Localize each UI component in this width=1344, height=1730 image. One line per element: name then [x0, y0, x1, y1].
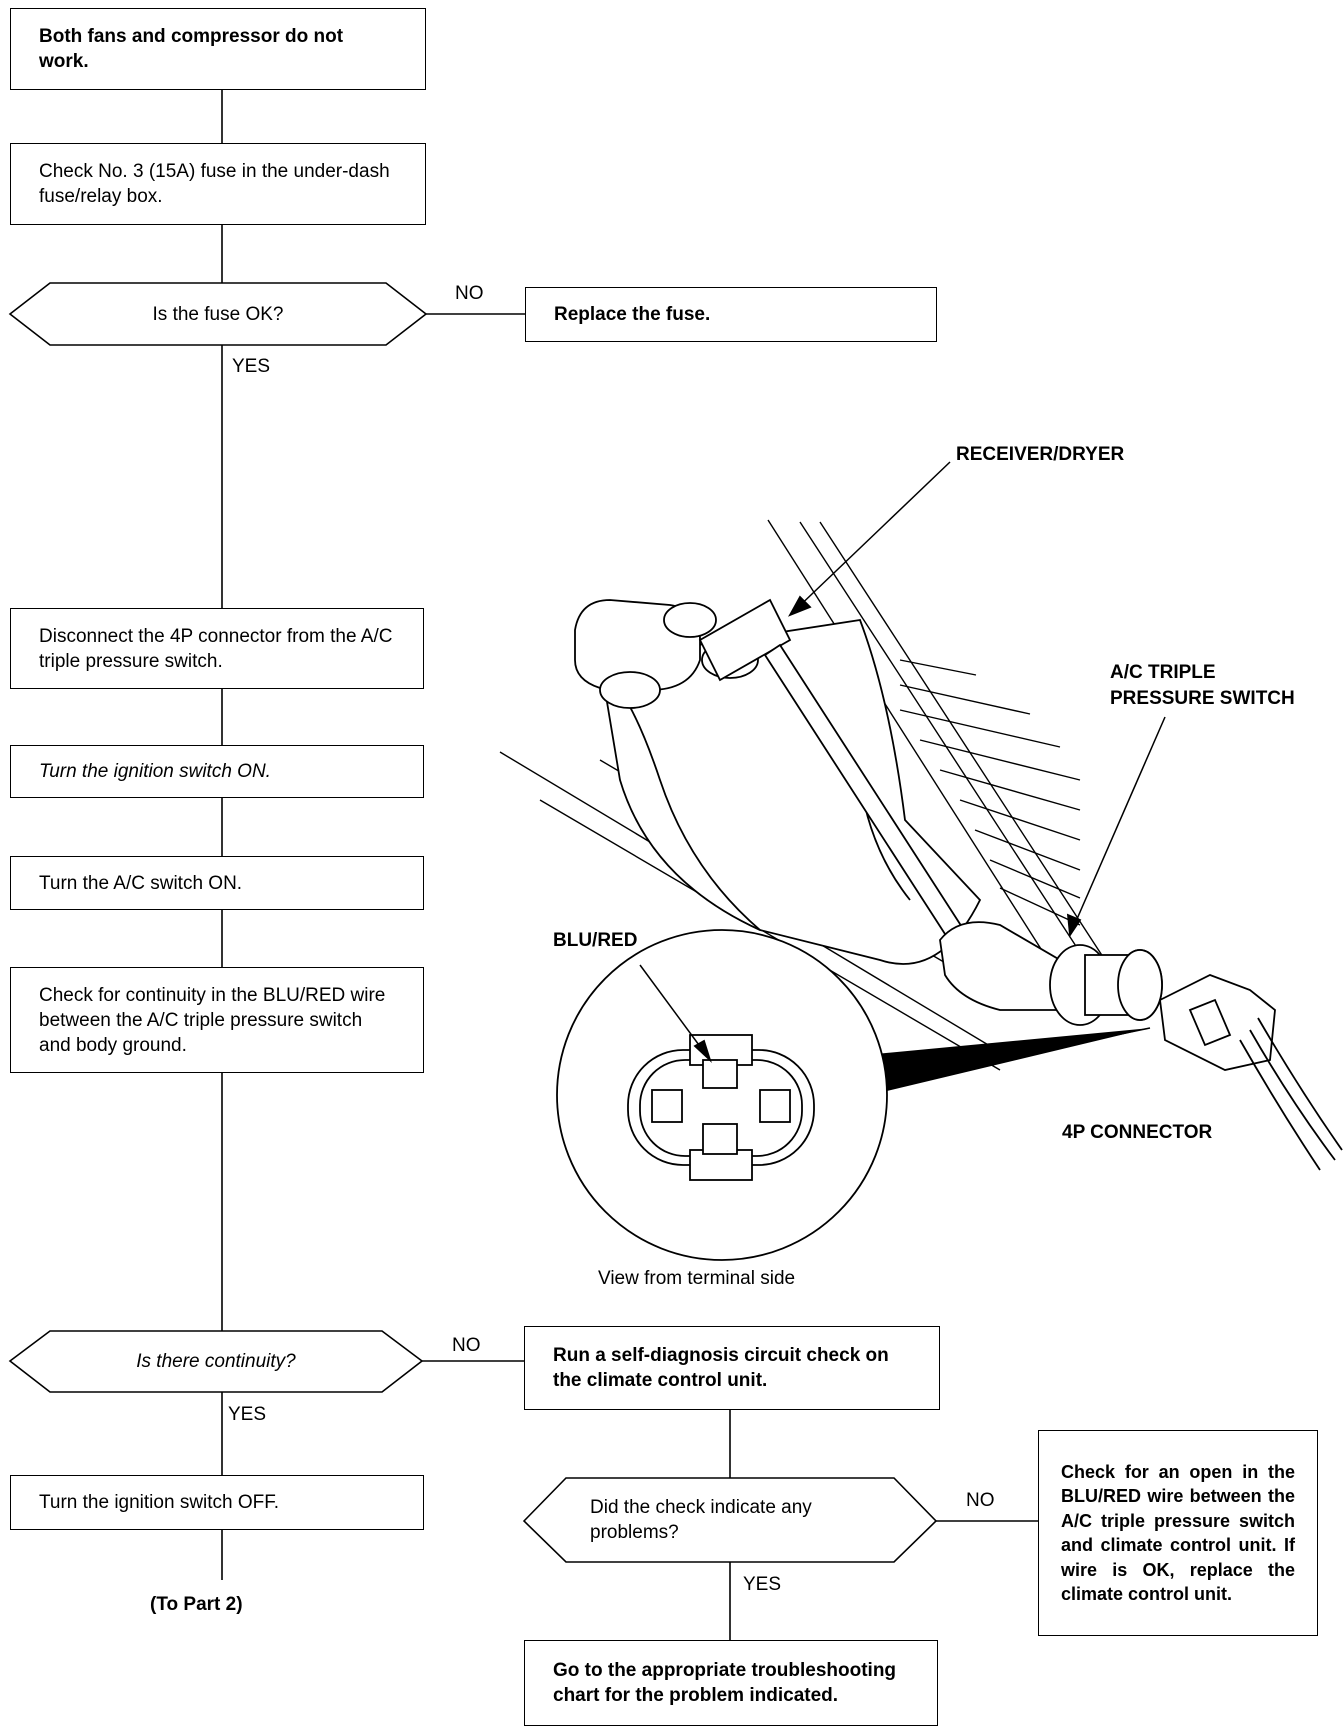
receiver-dryer-label: RECEIVER/DRYER — [956, 444, 1125, 465]
goto-chart-box: Go to the appropriate troubleshooting ch… — [524, 1640, 938, 1726]
decision-fuse-shape — [8, 282, 428, 346]
fuse-no-label: NO — [455, 283, 484, 304]
check-fuse-box: Check No. 3 (15A) fuse in the under-dash… — [10, 143, 426, 225]
ac-triple-switch-label-1: A/C TRIPLE — [1110, 662, 1216, 683]
blu-red-label: BLU/RED — [553, 930, 638, 951]
view-caption: View from terminal side — [598, 1268, 796, 1289]
check-continuity-box: Check for continuity in the BLU/RED wire… — [10, 967, 424, 1073]
continuity-no-label: NO — [452, 1335, 481, 1356]
disconnect-connector-box: Disconnect the 4P connector from the A/C… — [10, 608, 424, 689]
fuse-yes-label: YES — [232, 356, 271, 377]
receiver-dryer-illustration — [499, 461, 1343, 1171]
connector-4p-label: 4P CONNECTOR — [1062, 1122, 1213, 1143]
replace-fuse-box: Replace the fuse. — [525, 287, 937, 342]
decision-fuse-text: Is the fuse OK? — [152, 303, 284, 325]
ac-switch-on-box: Turn the A/C switch ON. — [10, 856, 424, 910]
ignition-off-box: Turn the ignition switch OFF. — [10, 1475, 424, 1530]
decision-problems-text: Did the check indicate any problems? — [590, 1497, 812, 1543]
decision-continuity-shape — [8, 1330, 424, 1393]
problems-no-label: NO — [966, 1490, 995, 1511]
start-box: Both fans and compressor do not work. — [10, 8, 426, 90]
flow-connectors — [221, 90, 1038, 1640]
terminal-view — [556, 929, 888, 1261]
self-diagnosis-box: Run a self-diagnosis circuit check on th… — [524, 1326, 940, 1410]
ignition-on-box: Turn the ignition switch ON. — [10, 745, 424, 798]
check-open-box: Check for an open in the BLU/RED wire be… — [1038, 1430, 1318, 1636]
ac-triple-switch-label-2: PRESSURE SWITCH — [1110, 688, 1295, 709]
decision-problems-shape — [522, 1477, 938, 1563]
to-part-2-label: (To Part 2) — [150, 1594, 243, 1615]
problems-yes-label: YES — [743, 1574, 782, 1595]
decision-continuity-text: Is there continuity? — [136, 1351, 296, 1372]
continuity-yes-label: YES — [228, 1404, 267, 1425]
